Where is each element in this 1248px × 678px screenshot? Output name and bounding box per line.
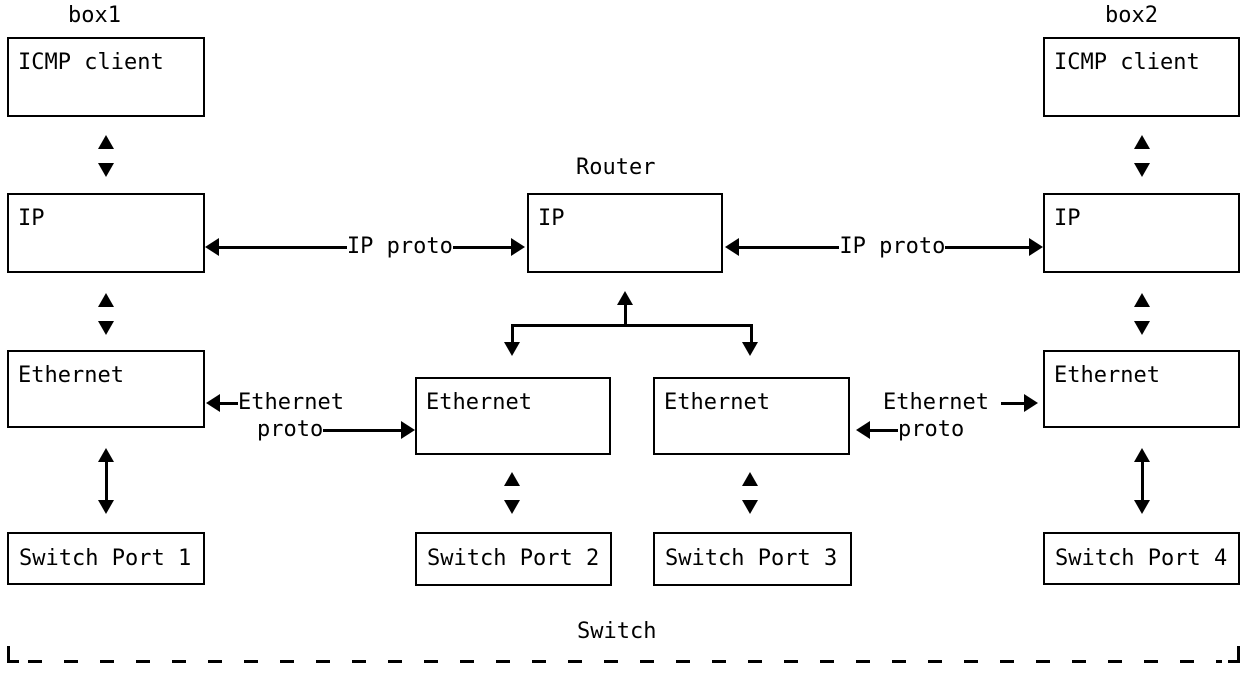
router-eth-port3-arrow	[742, 472, 758, 514]
arrow-right-icon	[1029, 238, 1043, 256]
eth-proto-right-line1: Ethernet	[883, 390, 1038, 416]
eth-proto-left-line1: Ethernet	[206, 390, 344, 416]
link-line	[945, 245, 1029, 249]
eth-proto-right-word2: proto	[898, 417, 965, 442]
arrow-down-icon	[1134, 321, 1150, 335]
arrow-down-icon	[1134, 163, 1150, 177]
arrow-right-icon	[401, 421, 415, 439]
box1-ethernet-node: Ethernet	[7, 350, 205, 428]
arrow-left-icon	[856, 421, 870, 439]
box2-ethernet-node: Ethernet	[1043, 350, 1240, 428]
arrow-up-icon	[617, 291, 633, 305]
box1-ip-ethernet-arrow	[98, 293, 114, 335]
router-ethernet-right-node: Ethernet	[653, 377, 850, 455]
box2-ip-node: IP	[1043, 193, 1240, 273]
box2-icmp-client-node: ICMP client	[1043, 37, 1240, 117]
eth-proto-right-word1: Ethernet	[883, 390, 989, 415]
switch-port-4-node: Switch Port 4	[1043, 532, 1240, 585]
branch-drop-left	[511, 326, 514, 342]
box1-icmp-client-node: ICMP client	[7, 37, 205, 117]
ip-proto-label-right: IP proto	[839, 234, 946, 259]
arrow-left-icon	[206, 394, 220, 412]
arrow-left-icon	[725, 238, 739, 256]
branch-crossbar	[511, 324, 753, 327]
link-line	[739, 245, 840, 249]
box1-icmp-ip-arrow	[98, 135, 114, 177]
arrow-down-icon	[98, 321, 114, 335]
link-line	[220, 401, 238, 405]
arrow-down-icon	[742, 342, 758, 356]
box1-title: box1	[68, 3, 121, 28]
branch-stem	[624, 304, 627, 326]
eth-proto-left-word2: proto	[257, 417, 324, 442]
arrow-down-icon	[98, 500, 114, 514]
arrow-down-icon	[504, 342, 520, 356]
arrow-down-icon	[742, 500, 758, 514]
box2-ip-ethernet-arrow	[1134, 293, 1150, 335]
ip-proto-link-left: IP proto	[205, 234, 525, 260]
box1-ethernet-port1-arrow	[98, 448, 114, 514]
router-title: Router	[576, 155, 656, 180]
ip-proto-link-right: IP proto	[725, 234, 1043, 260]
switch-port-3-node: Switch Port 3	[653, 532, 852, 586]
arrow-right-icon	[1024, 394, 1038, 412]
box1-ip-node: IP	[7, 193, 205, 273]
arrow-shaft	[104, 462, 108, 500]
eth-proto-right-line2: proto	[856, 417, 966, 443]
arrow-up-icon	[1134, 135, 1150, 149]
arrow-up-icon	[98, 448, 114, 462]
arrow-right-icon	[511, 238, 525, 256]
link-line	[219, 245, 347, 249]
arrow-up-icon	[98, 135, 114, 149]
switch-title: Switch	[577, 619, 657, 644]
switch-boundary-corner-left	[7, 646, 19, 663]
switch-boundary-corner-right	[1228, 646, 1240, 663]
arrow-up-icon	[1134, 293, 1150, 307]
arrow-up-icon	[504, 472, 520, 486]
arrow-left-icon	[205, 238, 219, 256]
arrow-shaft	[1140, 462, 1144, 500]
router-ip-node: IP	[527, 193, 723, 273]
link-line	[870, 428, 898, 432]
ip-proto-label-left: IP proto	[346, 234, 453, 259]
switch-boundary-dashed-line	[28, 660, 1222, 663]
eth-proto-left-word1: Ethernet	[238, 390, 344, 415]
arrow-up-icon	[742, 472, 758, 486]
link-line	[323, 428, 401, 432]
box2-icmp-ip-arrow	[1134, 135, 1150, 177]
branch-drop-right	[750, 326, 753, 342]
router-eth-port2-arrow	[504, 472, 520, 514]
arrow-down-icon	[98, 163, 114, 177]
box2-ethernet-port4-arrow	[1134, 448, 1150, 514]
link-line	[1000, 401, 1024, 405]
router-ethernet-left-node: Ethernet	[415, 377, 611, 455]
arrow-up-icon	[98, 293, 114, 307]
box2-title: box2	[1105, 3, 1158, 28]
switch-port-1-node: Switch Port 1	[7, 532, 205, 585]
eth-proto-left-line2: proto	[257, 417, 415, 443]
link-line	[452, 245, 511, 249]
arrow-up-icon	[1134, 448, 1150, 462]
switch-port-2-node: Switch Port 2	[415, 532, 612, 586]
arrow-down-icon	[1134, 500, 1150, 514]
arrow-down-icon	[504, 500, 520, 514]
